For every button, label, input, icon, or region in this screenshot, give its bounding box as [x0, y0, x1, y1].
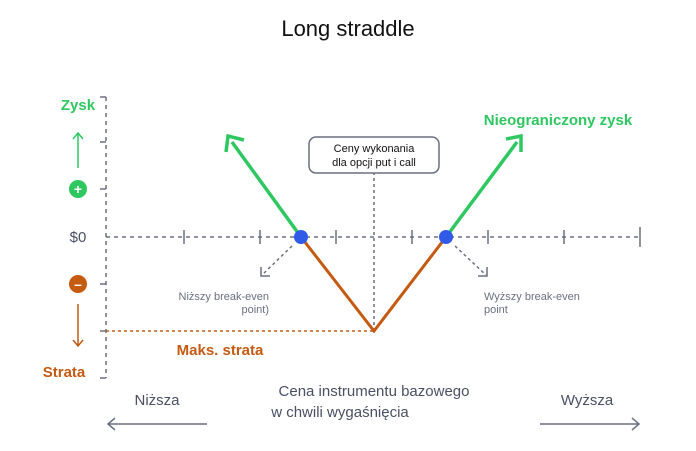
upper-breakeven-label-line1: Wyższy break-even — [484, 291, 580, 303]
lower-breakeven-dot — [294, 230, 308, 244]
x-axis-ticks — [183, 227, 641, 247]
left-profit-arrow-head — [224, 133, 245, 153]
higher-price-label: Wyższa — [561, 392, 614, 409]
strike-box-line2: dla opcji put i call — [332, 157, 416, 169]
lower-price-arrow-head — [106, 417, 116, 431]
unlimited-profit-label: Nieograniczony zysk — [484, 112, 633, 129]
x-axis-label-line2: w chwili wygaśnięcia — [270, 404, 409, 421]
lower-breakeven-pointer-head — [260, 267, 270, 277]
zero-label: $0 — [70, 229, 87, 246]
diagram-title: Long straddle — [281, 16, 414, 41]
plus-icon — [69, 180, 87, 198]
y-axis-ticks — [100, 96, 106, 379]
upper-breakeven-label-line2: point — [484, 304, 508, 316]
lower-price-label: Niższa — [134, 392, 180, 409]
minus-icon — [69, 275, 87, 293]
loss-label: Strata — [43, 364, 86, 381]
right-profit-arrow-head — [505, 133, 523, 152]
lower-breakeven-label-line2: point) — [241, 304, 269, 316]
lower-breakeven-pointer — [261, 245, 293, 276]
loss-arrow-head — [72, 339, 84, 348]
upper-breakeven-pointer — [454, 245, 487, 276]
strike-box-line1: Ceny wykonania — [334, 143, 416, 155]
profit-label: Zysk — [61, 97, 96, 114]
strike-box — [308, 136, 440, 174]
right-profit-line — [444, 140, 519, 239]
higher-price-arrow-head — [631, 417, 641, 431]
upper-breakeven-dot — [439, 230, 453, 244]
x-axis-label-line1: Cena instrumentu bazowego — [279, 383, 470, 400]
max-loss-label: Maks. strata — [177, 342, 264, 359]
left-profit-line — [230, 140, 303, 239]
upper-breakeven-pointer-head — [478, 267, 488, 277]
lower-breakeven-label-line1: Niższy break-even — [179, 291, 269, 303]
minus-sign: – — [74, 276, 82, 292]
plus-sign: + — [74, 181, 82, 197]
profit-arrow-head — [72, 131, 84, 140]
loss-v-line — [299, 236, 448, 334]
